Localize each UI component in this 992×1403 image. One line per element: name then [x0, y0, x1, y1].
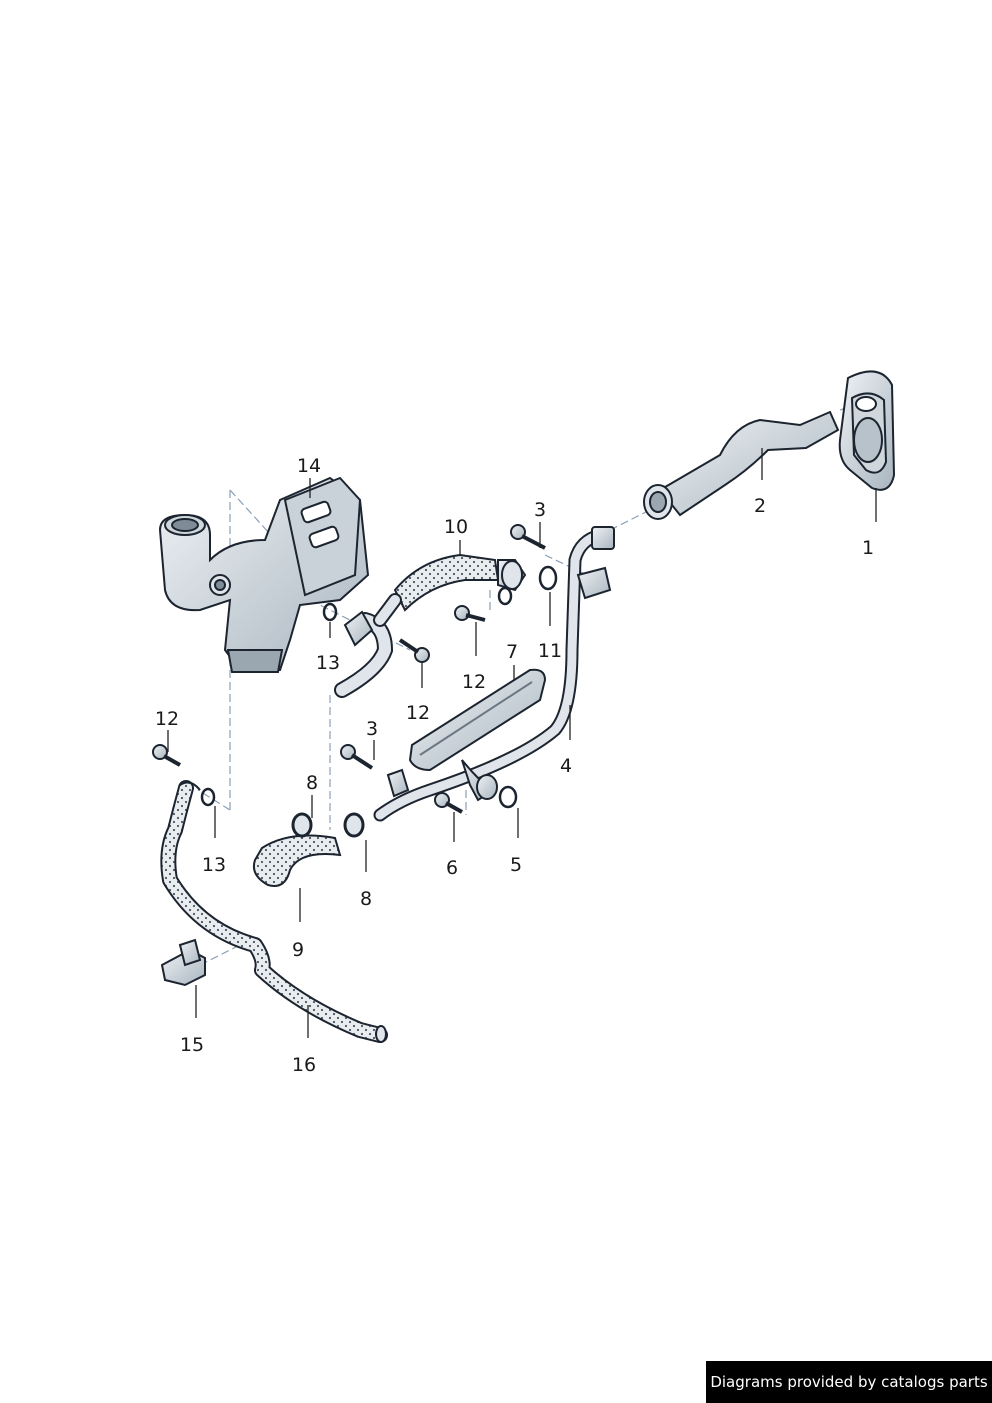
callout-12a: 12 — [461, 671, 487, 693]
callout-13b: 13 — [201, 854, 227, 876]
ring-13b — [200, 787, 216, 807]
callout-8b: 8 — [359, 888, 373, 910]
leader-lines — [167, 448, 877, 1038]
part-14-housing — [158, 476, 370, 673]
part-15-bracket — [160, 938, 206, 987]
callout-15: 15 — [179, 1034, 205, 1056]
callout-13a: 13 — [315, 652, 341, 674]
part-7-heat-shield — [408, 668, 547, 772]
ring-13a — [322, 602, 338, 622]
callout-1: 1 — [861, 537, 875, 559]
credit-banner: Diagrams provided by catalogs parts — [706, 1361, 992, 1403]
callout-4: 4 — [559, 755, 573, 777]
rings — [200, 565, 558, 809]
clamps — [291, 812, 365, 838]
part-9-hose — [252, 834, 342, 887]
bolt-3a — [510, 524, 546, 550]
bolts — [152, 524, 546, 814]
callout-12b: 12 — [405, 702, 431, 724]
ring-11 — [538, 565, 558, 591]
part-16-end — [179, 781, 387, 1043]
elbow-pipe — [334, 593, 402, 698]
callout-16: 16 — [291, 1054, 317, 1076]
part-16-hose — [160, 780, 388, 1043]
part-4-pipe-fill — [375, 530, 605, 820]
part-1-gasket — [838, 370, 896, 491]
clamp-8b — [343, 812, 365, 838]
bolt-3b — [340, 744, 374, 770]
callout-9: 9 — [291, 939, 305, 961]
bolt-12b — [398, 638, 430, 663]
ring-near-10 — [497, 586, 513, 606]
callout-2: 2 — [753, 495, 767, 517]
callout-6: 6 — [445, 857, 459, 879]
callout-5: 5 — [509, 854, 523, 876]
callout-14: 14 — [296, 455, 322, 477]
clamp-8a — [291, 812, 313, 838]
callout-12c: 12 — [154, 708, 180, 730]
callout-3b: 3 — [365, 718, 379, 740]
bolt-12a — [454, 605, 486, 622]
bolt-6 — [434, 792, 463, 814]
bolt-12c — [152, 744, 181, 767]
part-4-bracket — [386, 526, 615, 802]
part-10-hose — [393, 553, 527, 612]
elbow-flange — [343, 610, 374, 647]
callout-10: 10 — [443, 516, 469, 538]
part-2-hose — [643, 410, 840, 520]
callout-11: 11 — [537, 640, 563, 662]
callout-7: 7 — [505, 641, 519, 663]
callout-3a: 3 — [533, 499, 547, 521]
callout-8a: 8 — [305, 772, 319, 794]
ring-5 — [498, 785, 518, 809]
